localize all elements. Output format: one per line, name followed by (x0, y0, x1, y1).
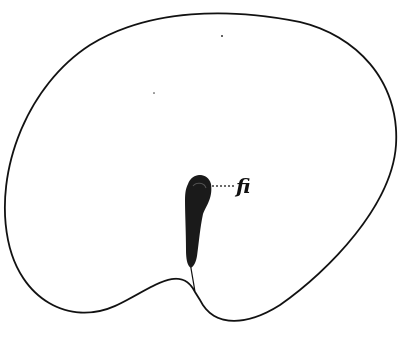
fi-label: fi (234, 174, 251, 198)
speck (153, 92, 155, 94)
specimen-outline (5, 13, 396, 321)
speck (221, 35, 223, 37)
